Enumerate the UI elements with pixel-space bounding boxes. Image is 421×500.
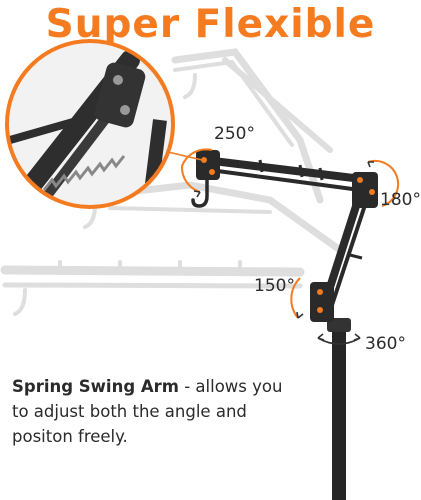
base-joint [310, 282, 334, 322]
spring-icon [42, 155, 126, 191]
mic-hook-icon [191, 178, 209, 208]
zoom-inset [5, 39, 203, 209]
angle-label-150: 150° [254, 276, 295, 296]
angle-label-360: 360° [365, 334, 406, 354]
headline: Super Flexible [45, 2, 376, 47]
description-highlight: Spring Swing Arm [12, 377, 179, 396]
angle-label-180: 180° [380, 190, 421, 210]
upper-arm [201, 156, 374, 192]
angle-label-250: 250° [214, 124, 255, 144]
description-line-1: Spring Swing Arm - allows you [12, 374, 312, 399]
description-line-1-rest: - allows you [178, 377, 283, 396]
description-line-2: to adjust both the angle and [12, 402, 247, 421]
stand-pole [332, 320, 346, 500]
feature-description: Spring Swing Arm - allows you to adjust … [12, 374, 312, 449]
front-joint [196, 150, 220, 180]
description-line-3: positon freely. [12, 427, 128, 446]
